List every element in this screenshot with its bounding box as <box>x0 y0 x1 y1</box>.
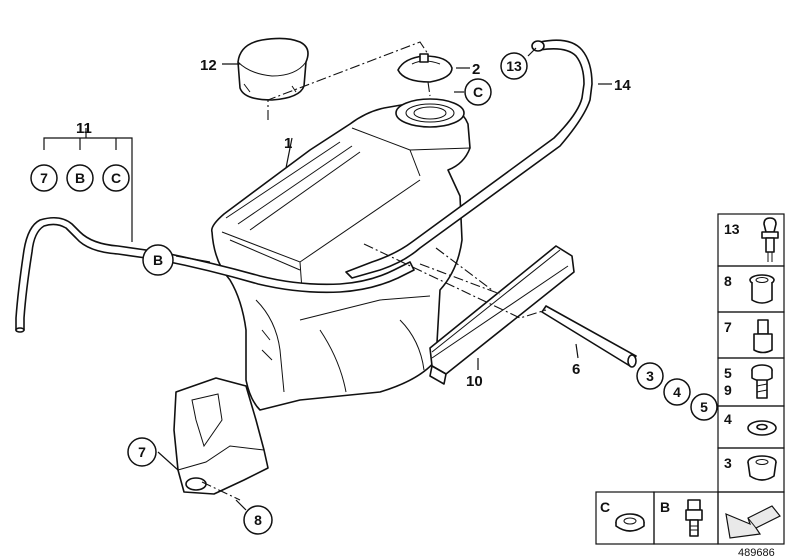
reference-number: 489686 <box>738 547 775 559</box>
connector-part[interactable] <box>685 499 703 537</box>
legend-label-8: 8 <box>724 273 732 289</box>
label-1: 1 <box>284 135 292 152</box>
label-11: 11 <box>76 120 92 137</box>
callout-7-bottom[interactable]: 7 <box>127 437 157 467</box>
callout-b-left-text: B <box>75 170 85 186</box>
cap-seal-part[interactable] <box>397 53 453 83</box>
legend-label-7: 7 <box>724 319 732 335</box>
grommet-part[interactable] <box>749 274 775 304</box>
callout-5[interactable]: 5 <box>690 393 718 421</box>
callout-5-text: 5 <box>700 399 708 415</box>
tank-lower-bracket-part[interactable] <box>173 377 269 495</box>
callout-b-hose-text: B <box>153 252 163 268</box>
fuel-cap-part[interactable] <box>237 37 309 101</box>
label-14: 14 <box>614 77 631 94</box>
fuel-hose-b-part[interactable] <box>15 216 415 333</box>
label-12: 12 <box>200 57 217 74</box>
callout-b-left[interactable]: B <box>66 164 94 192</box>
callout-7-left[interactable]: 7 <box>30 164 58 192</box>
direction-arrow-icon <box>725 505 781 539</box>
label-6: 6 <box>572 361 580 378</box>
rod-part[interactable] <box>541 305 637 368</box>
legend-label-c: C <box>600 499 610 515</box>
callout-3-text: 3 <box>646 368 654 384</box>
washer-part[interactable] <box>747 420 777 436</box>
callout-c-left-text: C <box>111 170 121 186</box>
callout-4-text: 4 <box>673 384 681 400</box>
callout-8-bottom-text: 8 <box>254 512 262 528</box>
stud-part[interactable] <box>753 319 773 354</box>
legend-label-3: 3 <box>724 455 732 471</box>
legend-label-b: B <box>660 499 670 515</box>
push-rivet-part[interactable] <box>761 217 779 262</box>
callout-3[interactable]: 3 <box>636 362 664 390</box>
legend-label-13: 13 <box>724 221 740 237</box>
callout-8-bottom[interactable]: 8 <box>243 505 273 535</box>
callout-c-left[interactable]: C <box>102 164 130 192</box>
label-2: 2 <box>472 61 480 78</box>
ring-part[interactable] <box>615 513 645 532</box>
callout-4[interactable]: 4 <box>663 378 691 406</box>
clip-nut-part[interactable] <box>747 455 777 481</box>
callout-b-hose[interactable]: B <box>142 244 174 276</box>
screw-part[interactable] <box>751 364 773 399</box>
callout-13[interactable]: 13 <box>500 52 528 80</box>
callout-c-top-text: C <box>473 84 483 100</box>
fuel-tank-part[interactable] <box>210 98 471 411</box>
legend-label-4: 4 <box>724 411 732 427</box>
callout-7-left-text: 7 <box>40 170 48 186</box>
callout-7-bottom-text: 7 <box>138 444 146 460</box>
label-10: 10 <box>466 373 483 390</box>
callout-13-text: 13 <box>506 58 522 74</box>
callout-c-top[interactable]: C <box>464 78 492 106</box>
